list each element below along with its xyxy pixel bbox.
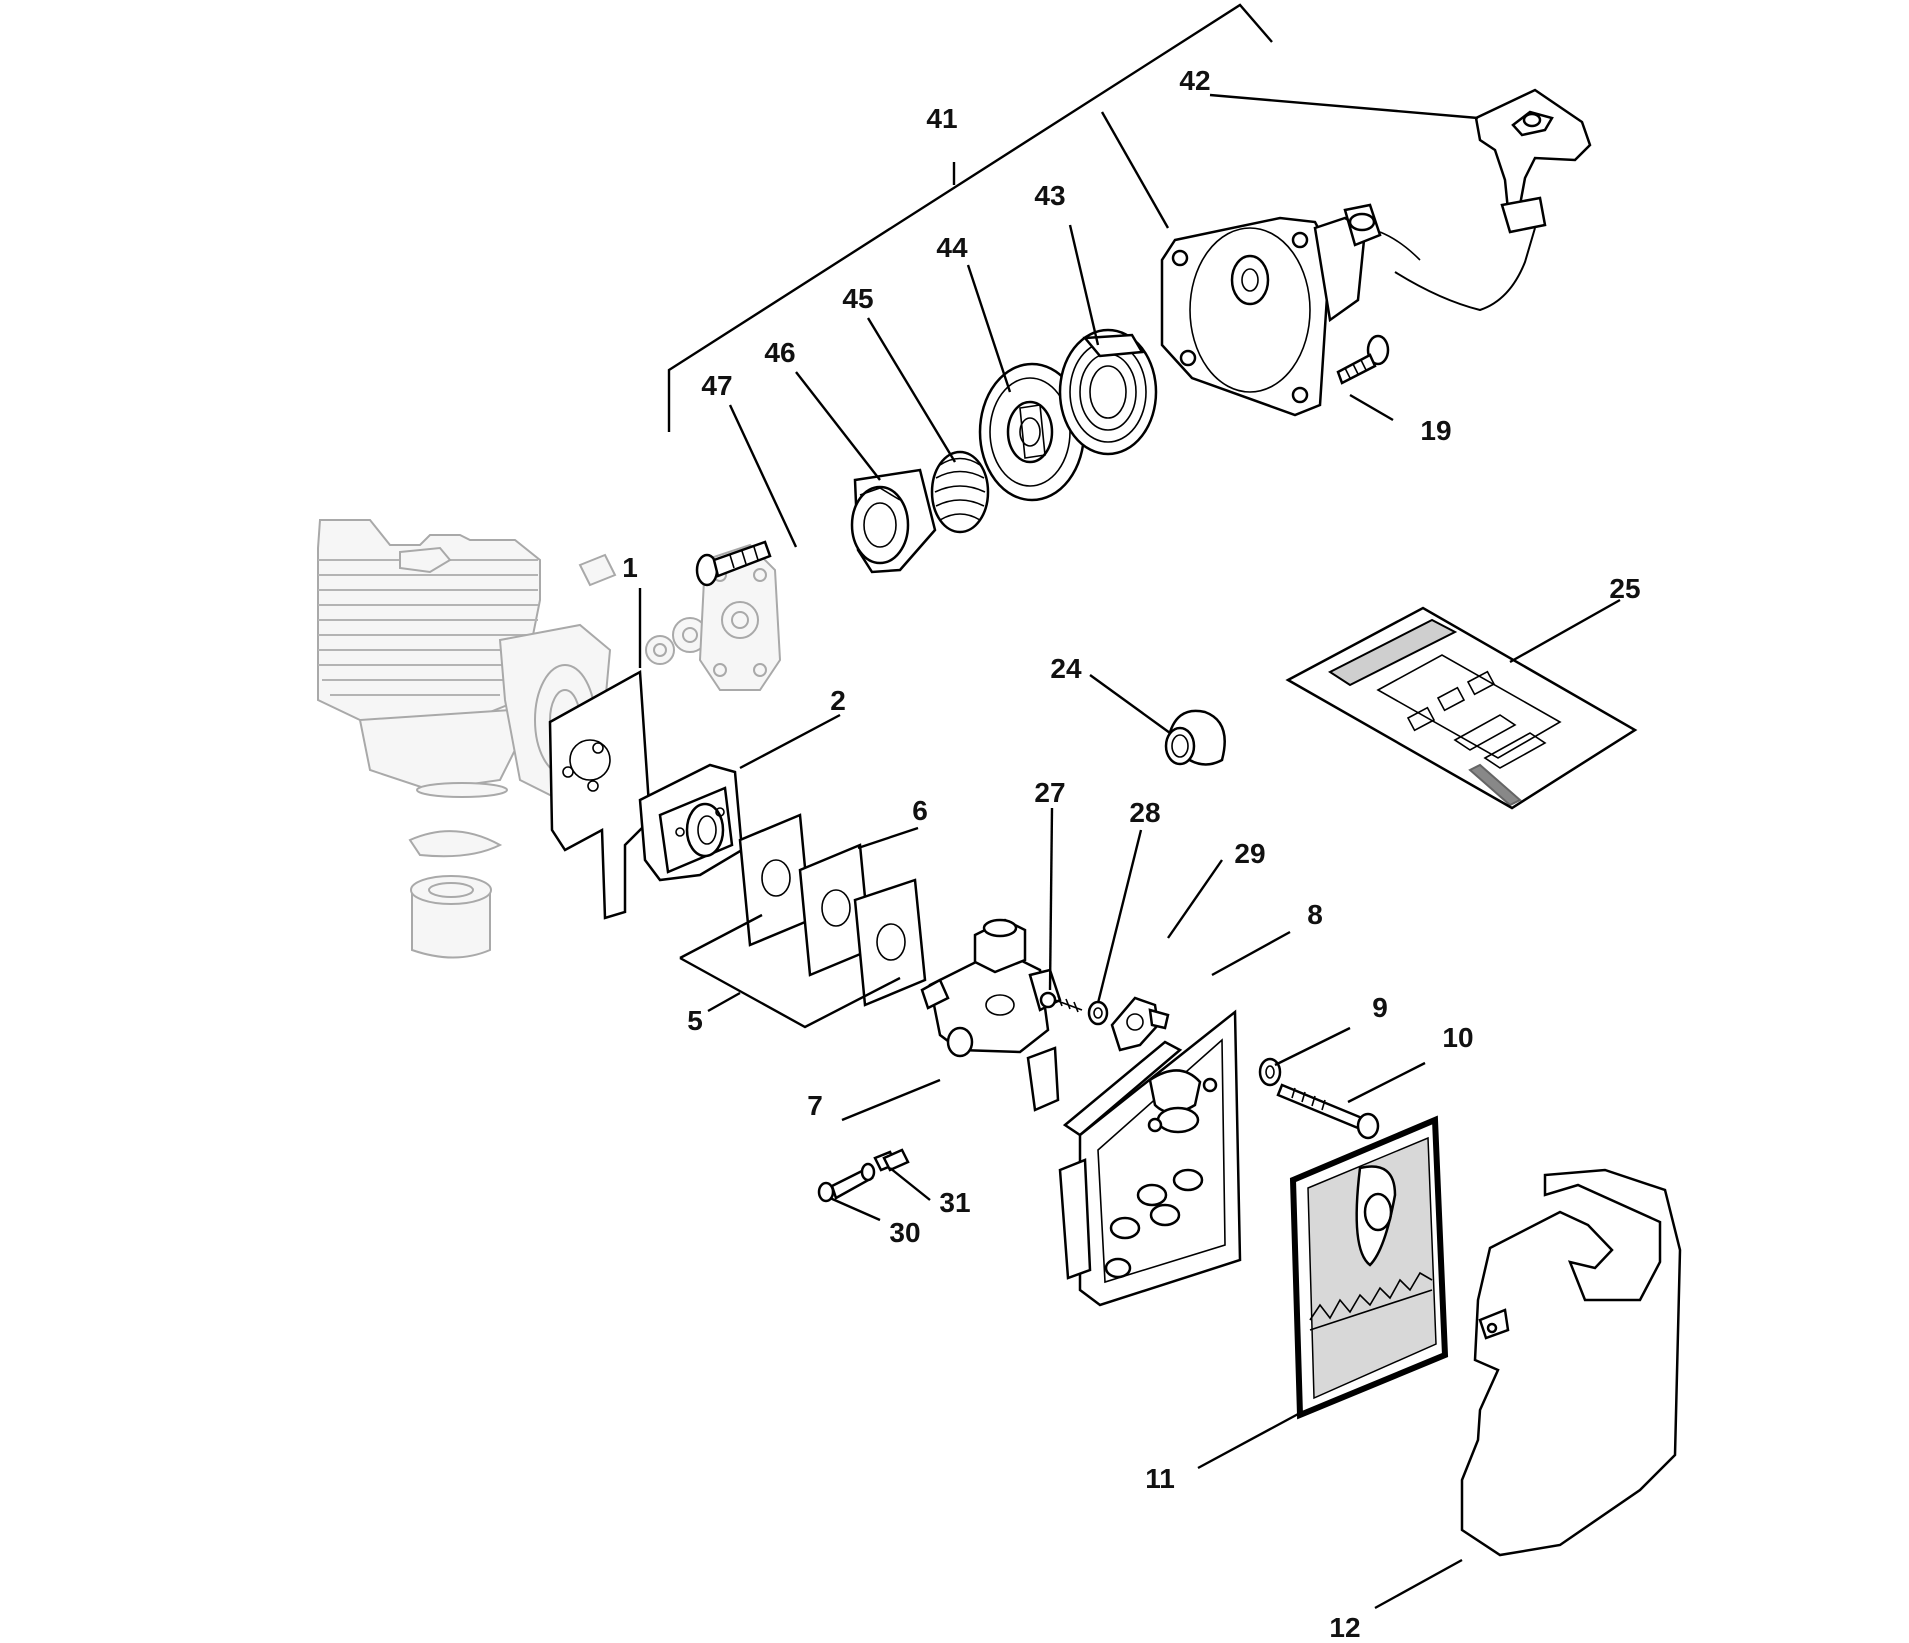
callout-46: 46 xyxy=(764,337,795,368)
callout-19: 19 xyxy=(1420,415,1451,446)
bolt-part-47 xyxy=(695,540,772,587)
washer-part-9 xyxy=(1258,1057,1282,1087)
assembly-bracket-41 xyxy=(667,3,1273,432)
intake-flange-part-2 xyxy=(638,763,744,882)
callout-12: 12 xyxy=(1329,1612,1360,1643)
starter-handle-part-42 xyxy=(1474,88,1592,234)
pulley-hub-part-46 xyxy=(850,468,937,574)
callout-44: 44 xyxy=(936,232,968,263)
callout-2: 2 xyxy=(830,685,846,716)
callout-30: 30 xyxy=(889,1217,920,1248)
washer-part-28 xyxy=(1087,1000,1109,1026)
callout-8: 8 xyxy=(1307,899,1323,930)
spring-part-45 xyxy=(930,450,990,534)
engine-block-ghost xyxy=(317,519,782,959)
starter-rope xyxy=(1379,227,1536,312)
callout-1: 1 xyxy=(622,552,638,583)
primer-bulb-part-24 xyxy=(1164,709,1226,766)
screw-part-27 xyxy=(1039,991,1083,1013)
leader-lines xyxy=(638,93,1621,1610)
callout-41: 41 xyxy=(926,103,957,134)
callout-6: 6 xyxy=(912,795,928,826)
callout-5: 5 xyxy=(687,1005,703,1036)
callout-28: 28 xyxy=(1129,797,1160,828)
callout-43: 43 xyxy=(1034,180,1065,211)
callout-9: 9 xyxy=(1372,992,1388,1023)
recoil-spring-part-43 xyxy=(1058,328,1158,456)
fitting-part-30 xyxy=(817,1162,876,1203)
callout-45: 45 xyxy=(842,283,873,314)
air-filter-housing-part-8 xyxy=(1026,1009,1242,1307)
callout-29: 29 xyxy=(1234,838,1265,869)
filter-cover-part-12 xyxy=(1460,1168,1682,1557)
documentation-bag-part-25 xyxy=(1285,606,1638,810)
gasket-set-part-5-6 xyxy=(738,813,927,1007)
carburetor-part-7 xyxy=(920,918,1062,1058)
rope-pulley-part-44 xyxy=(978,362,1086,502)
callout-31: 31 xyxy=(939,1187,970,1218)
assembly-bracket-5 xyxy=(679,913,901,1029)
callout-25: 25 xyxy=(1609,573,1640,604)
callout-47: 47 xyxy=(701,370,732,401)
callout-11: 11 xyxy=(1145,1463,1175,1494)
screw-part-10 xyxy=(1276,1083,1380,1140)
callout-24: 24 xyxy=(1050,653,1082,684)
bolt-part-19 xyxy=(1336,334,1390,385)
air-filter-part-11 xyxy=(1289,1115,1449,1420)
callout-42: 42 xyxy=(1179,65,1210,96)
callout-10: 10 xyxy=(1442,1022,1473,1053)
nut-part-31 xyxy=(873,1148,910,1172)
starter-housing-part-42-housing xyxy=(1160,203,1382,417)
callout-27: 27 xyxy=(1034,777,1065,808)
callout-7: 7 xyxy=(807,1090,823,1121)
gasket-part-1 xyxy=(548,669,652,920)
callout-labels: 1 2 5 6 7 8 9 10 11 12 19 24 25 27 28 29… xyxy=(622,65,1640,1643)
choke-lever-part-29 xyxy=(1110,996,1170,1052)
